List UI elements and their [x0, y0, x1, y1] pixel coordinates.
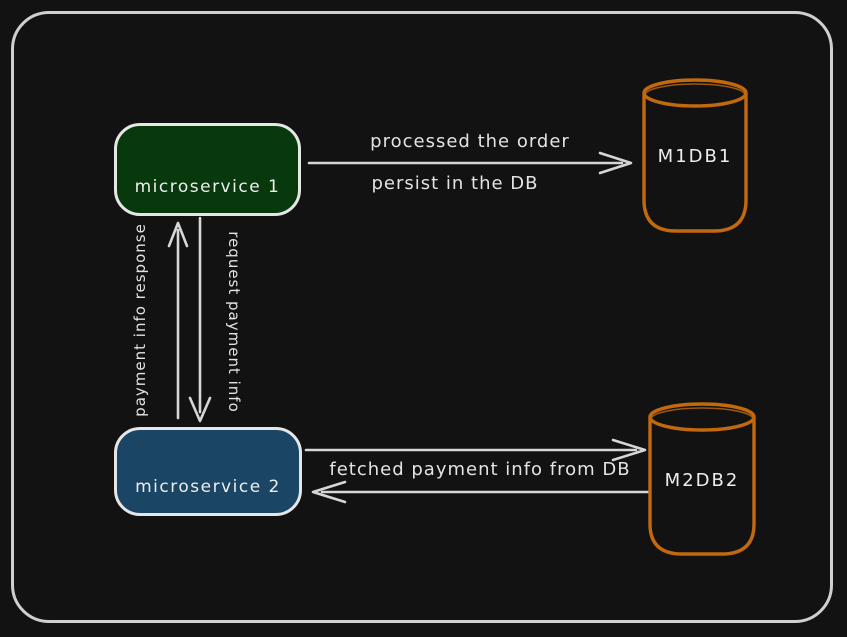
- node-m1db1-label: M1DB1: [657, 146, 733, 167]
- cylinder-body: [648, 416, 756, 556]
- arrow-payment-request: [188, 216, 212, 423]
- node-microservice-1: microservice 1: [114, 123, 301, 216]
- cylinder-top-sketch: [650, 407, 754, 431]
- edge-label-processed-order: processed the order: [370, 131, 570, 152]
- cylinder-top-sketch: [644, 83, 746, 107]
- arrow-head-right-icon: [611, 438, 647, 462]
- arrow-fetch-right: [304, 438, 647, 462]
- cylinder-m2db2: [648, 402, 756, 556]
- arrow-fetch-left: [311, 480, 652, 504]
- node-microservice-2-label: microservice 2: [135, 477, 281, 497]
- edge-label-payment-response: payment info response: [131, 223, 149, 417]
- outer-frame: [11, 11, 833, 623]
- arrow-head-down-icon: [188, 396, 212, 423]
- cylinder-body: [642, 92, 748, 233]
- edge-label-fetched-payment: fetched payment info from DB: [329, 459, 631, 480]
- arrow-head-right-icon: [598, 151, 633, 175]
- node-microservice-2: microservice 2: [114, 427, 302, 516]
- arrow-process-order: [307, 151, 633, 175]
- edge-label-persist-db: persist in the DB: [371, 173, 539, 194]
- node-microservice-1-label: microservice 1: [134, 177, 281, 197]
- arrow-head-left-icon: [311, 480, 347, 504]
- arrow-head-up-icon: [167, 221, 189, 248]
- cylinder-m1db1: [642, 78, 748, 233]
- arrow-payment-response: [167, 221, 189, 420]
- edge-label-request-payment: request payment info: [225, 231, 243, 413]
- node-m2db2-label: M2DB2: [664, 469, 740, 491]
